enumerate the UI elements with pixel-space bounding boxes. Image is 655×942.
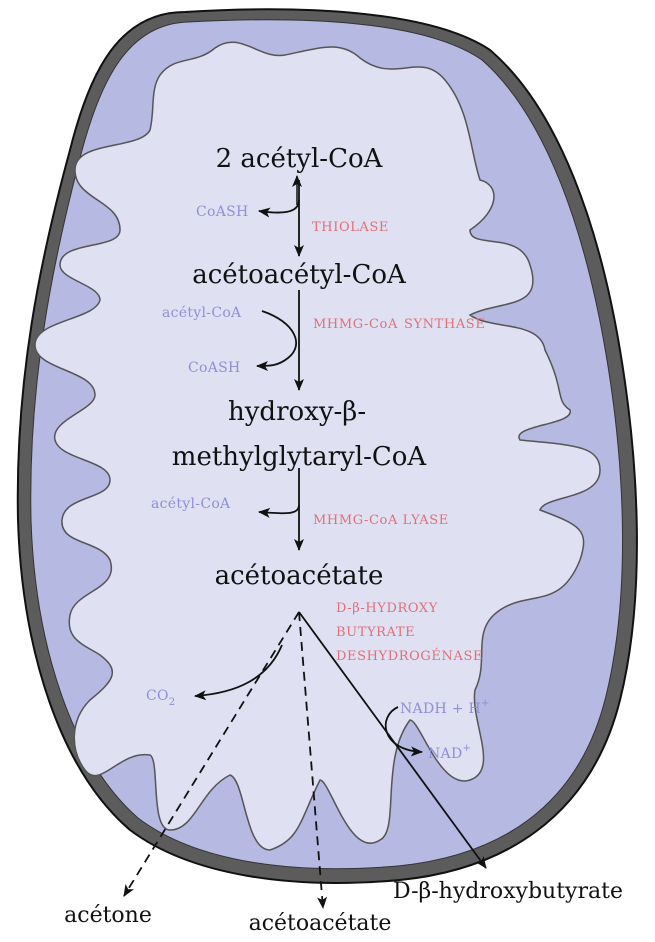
label-hmg-coa-line1: hydroxy-β-: [228, 397, 366, 427]
label-acetyl-coa: 2 acétyl-CoA: [216, 144, 384, 174]
enzyme-dehydrogenase-line2: BUTYRATE: [336, 625, 415, 640]
label-acetoacetate: acétoacétate: [215, 561, 384, 591]
enzyme-dehydrogenase-line1: D-β-HYDROXY: [336, 601, 438, 616]
cofactor-nadh: NADH + H+: [400, 698, 490, 717]
cofactor-acetyl-coa-1: acétyl-CoA: [162, 305, 242, 321]
cofactor-acetyl-coa-2: acétyl-CoA: [151, 496, 231, 512]
label-hmg-coa-line2: methylglytaryl-CoA: [172, 442, 428, 472]
enzyme-dehydrogenase-line3: DESHYDROGÉNASE: [336, 648, 483, 664]
label-acetoacetyl-coa: acétoacétyl-CoA: [192, 260, 407, 290]
product-acetoacetate: acétoacétate: [249, 911, 392, 936]
product-hydroxybutyrate: D-β-hydroxybutyrate: [393, 879, 623, 904]
product-acetone: acétone: [64, 903, 152, 928]
cofactor-coash-2: CoASH: [188, 360, 241, 376]
enzyme-hmg-lyase: MHMG-CoA LYASE: [313, 513, 449, 528]
cofactor-coash-1: CoASH: [196, 204, 249, 220]
enzyme-thiolase: THIOLASE: [312, 220, 389, 235]
